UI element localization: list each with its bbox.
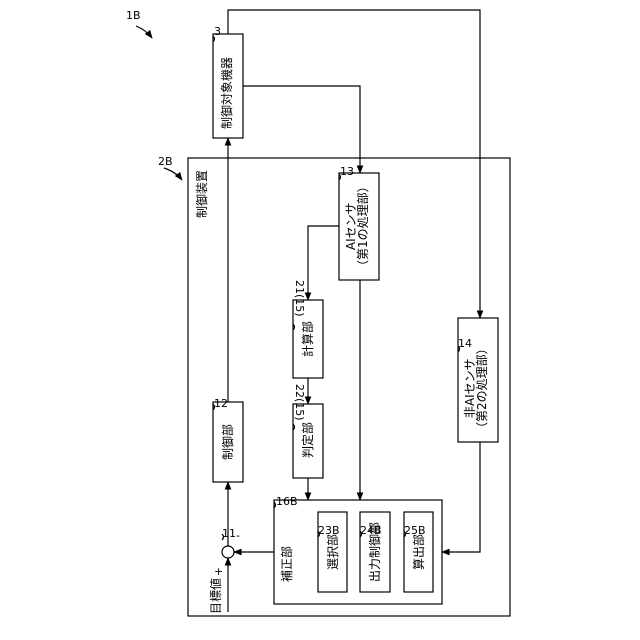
non-ai-sensor-label-line2: （第2の処理部）	[476, 342, 488, 434]
computing-label: 算出部	[413, 534, 425, 570]
selection-label: 選択部	[327, 534, 339, 570]
calculation-ref: 21(15)	[294, 280, 305, 317]
ai-sensor-label-line2: （第1の処理部）	[357, 180, 369, 272]
control-apparatus-ref: 2B	[158, 156, 173, 167]
controlled-device-label: 制御対象機器	[221, 57, 233, 129]
control-apparatus-label: 制御装置	[196, 170, 208, 218]
correction-label: 補正部	[281, 546, 293, 582]
ai-to-calc-line	[308, 226, 339, 300]
non-ai-sensor-label: 非AIセンサ （第2の処理部）	[464, 342, 488, 434]
calculation-label: 計算部	[302, 321, 314, 357]
determination-ref: 22(15)	[294, 384, 305, 421]
summing-minus: -	[236, 530, 240, 541]
controlled-device-ref: 3	[214, 26, 221, 37]
ai-sensor-label: AIセンサ （第1の処理部）	[345, 180, 369, 272]
non-ai-to-correction-line	[442, 442, 480, 552]
summing-junction	[222, 546, 234, 558]
summing-ref: 11	[222, 528, 236, 539]
device-to-ai-sensor-line	[243, 86, 360, 173]
output-control-label: 出力制御部	[369, 522, 381, 582]
target-value-label: 目標値	[210, 578, 222, 614]
control-unit-ref: 12	[214, 398, 228, 409]
correction-ref: 16B	[276, 496, 298, 507]
ai-sensor-ref: 13	[340, 166, 354, 177]
summing-plus: +	[214, 566, 223, 577]
figure-ref: 1B	[126, 10, 141, 21]
determination-label: 判定部	[302, 422, 314, 458]
control-unit-label: 制御部	[222, 424, 234, 460]
